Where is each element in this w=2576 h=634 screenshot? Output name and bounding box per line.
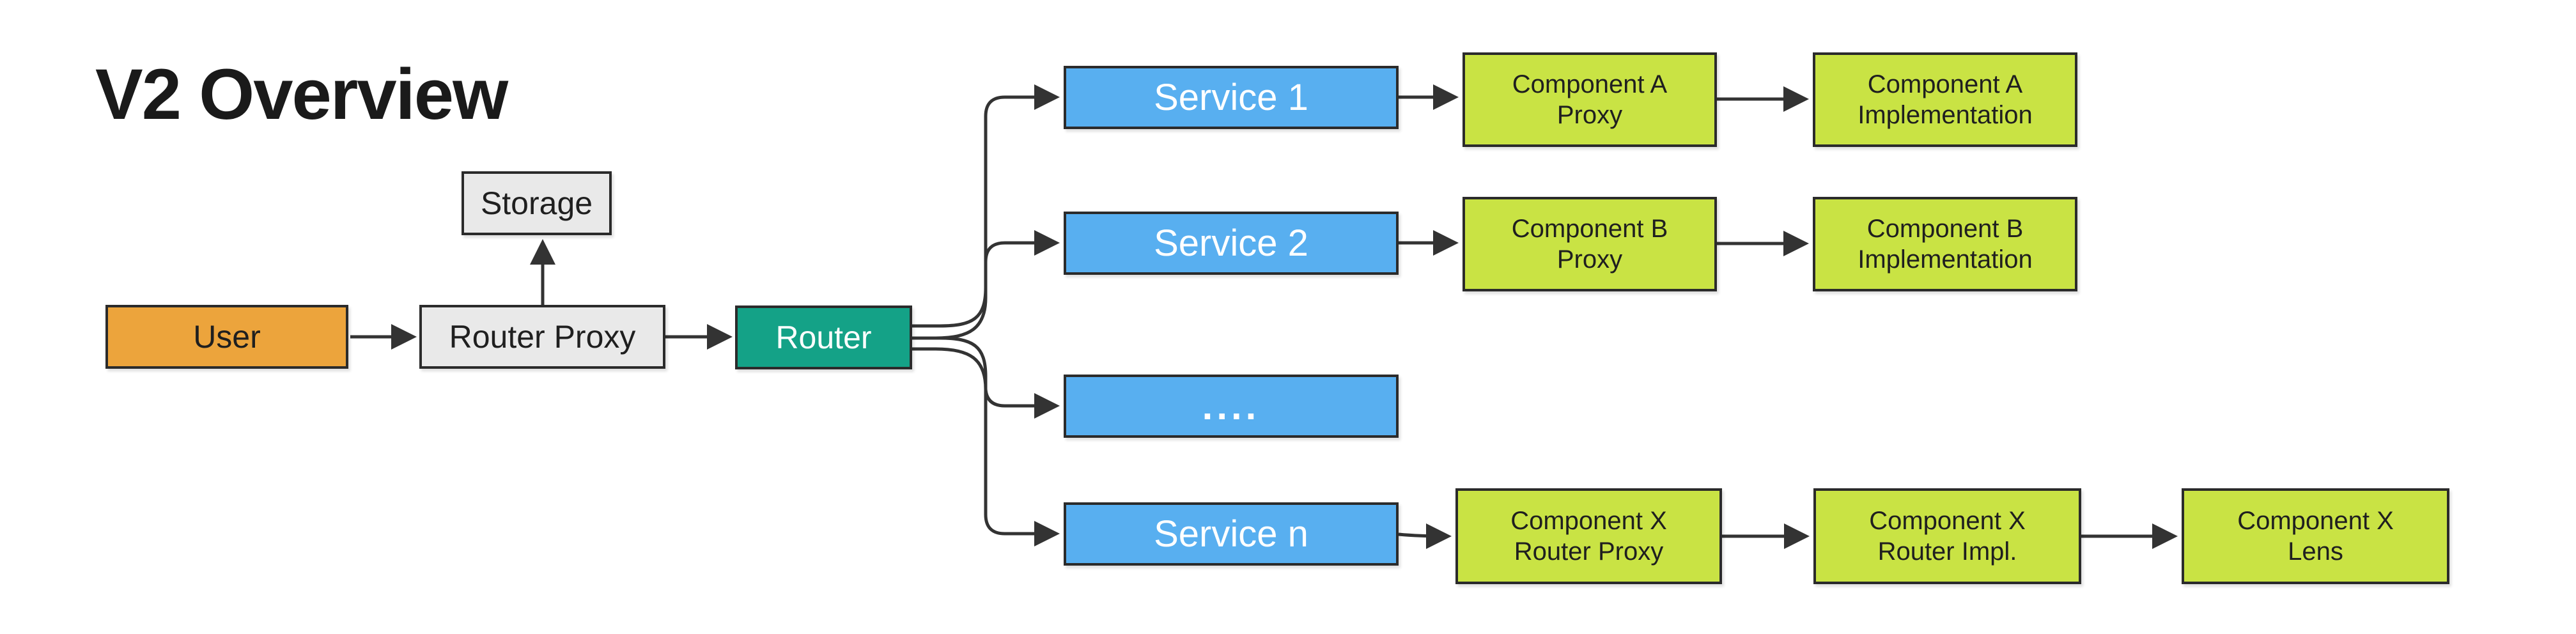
node-router-label: Router	[775, 320, 872, 355]
edge-service-n-to-comp-x-proxy	[1398, 523, 1452, 549]
node-router-proxy-label: Router Proxy	[449, 319, 636, 355]
node-component-a-implementation-line2: Implementation	[1858, 101, 2033, 129]
node-component-a-implementation-line1: Component A	[1867, 70, 2023, 98]
node-service-1: Service 1	[1064, 66, 1399, 129]
node-storage: Storage	[462, 171, 612, 235]
node-component-a-proxy-line1: Component A	[1512, 70, 1668, 98]
node-storage-label: Storage	[480, 185, 593, 221]
node-component-x-router-proxy: Component X Router Proxy	[1455, 488, 1722, 584]
node-component-x-router-impl-line1: Component X	[1869, 507, 2026, 535]
node-component-a-proxy-line2: Proxy	[1556, 101, 1623, 129]
node-router-proxy: Router Proxy	[419, 305, 665, 369]
node-component-x-lens-line1: Component X	[2237, 507, 2394, 535]
node-router: Router	[735, 305, 912, 369]
node-component-x-router-proxy-line2: Router Proxy	[1514, 537, 1664, 566]
edge-router-to-service-n	[912, 336, 1060, 546]
node-component-b-implementation-line2: Implementation	[1858, 245, 2033, 274]
node-service-2-label: Service 2	[1154, 222, 1308, 264]
node-component-x-lens-line2: Lens	[2288, 537, 2343, 566]
edge-router-to-service-1	[912, 84, 1060, 328]
node-component-b-implementation-line1: Component B	[1866, 215, 2024, 243]
node-service-1-label: Service 1	[1154, 76, 1308, 118]
node-component-x-router-impl: Component X Router Impl.	[1813, 488, 2081, 584]
node-service-n-label: Service n	[1154, 513, 1308, 555]
node-service-n: Service n	[1064, 502, 1399, 566]
node-service-dots: ....	[1064, 375, 1399, 438]
node-user-label: User	[193, 319, 261, 355]
node-component-b-proxy-line1: Component B	[1511, 215, 1668, 243]
node-component-b-proxy: Component B Proxy	[1463, 197, 1717, 291]
node-component-x-router-impl-line2: Router Impl.	[1877, 537, 2017, 566]
node-service-dots-label: ....	[1202, 384, 1261, 428]
node-component-x-lens: Component X Lens	[2182, 488, 2449, 584]
node-service-2: Service 2	[1064, 212, 1399, 275]
node-component-a-proxy: Component A Proxy	[1463, 52, 1717, 147]
node-component-b-implementation: Component B Implementation	[1813, 197, 2077, 291]
node-user: User	[105, 305, 348, 369]
node-component-b-proxy-line2: Proxy	[1556, 245, 1623, 274]
edge-router-to-service-2	[912, 230, 1060, 340]
node-component-a-implementation: Component A Implementation	[1813, 52, 2077, 147]
node-component-x-router-proxy-line1: Component X	[1510, 507, 1667, 535]
page-title: V2 Overview	[95, 54, 508, 134]
